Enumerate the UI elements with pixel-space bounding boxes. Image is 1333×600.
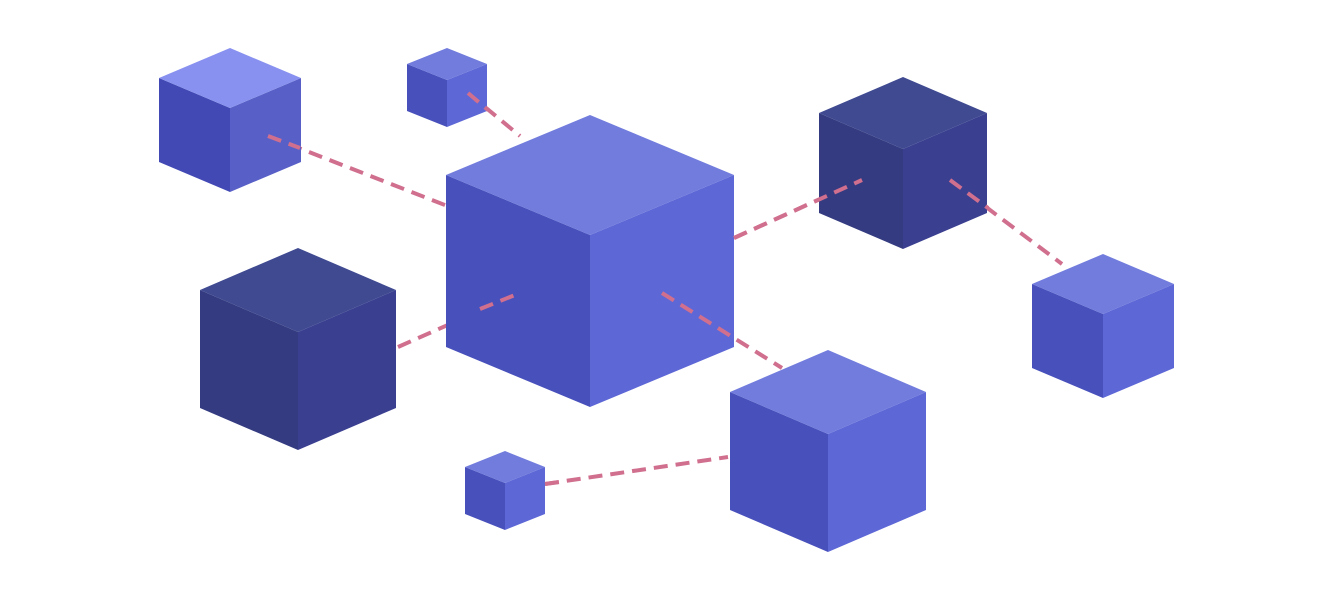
cube-top-face [407, 48, 487, 80]
cube-left-face [465, 467, 505, 530]
cube-top-face [819, 77, 987, 149]
cube-right-face [230, 78, 301, 192]
cube-top-face [159, 48, 301, 108]
cube-top-face [1032, 254, 1174, 314]
cube-right-face [447, 64, 487, 127]
connector-front-segment [733, 178, 863, 240]
cube-top-face [465, 451, 545, 483]
cube-right-face [298, 290, 396, 450]
cube-right-face [828, 392, 926, 552]
cube-tiny-bottom [465, 451, 545, 530]
cube-top-right-dark [819, 77, 987, 249]
cube-bottom-right [730, 350, 926, 552]
cube-top-face [200, 248, 396, 332]
cube-right-face [1103, 284, 1174, 398]
connector-front-segment [466, 91, 490, 112]
cube-left-face [730, 392, 828, 552]
cube-center-large [446, 115, 734, 407]
connector-front-segment [544, 480, 561, 486]
cubes-layer [159, 48, 1174, 552]
connector-cube-tiny-bottom-to-cube-bottom-right [544, 455, 729, 486]
cube-top-left [159, 48, 301, 192]
connector-front-segment [660, 291, 736, 340]
cube-left-face [200, 290, 298, 450]
cube-left-dark [200, 248, 396, 450]
cube-top-face [446, 115, 734, 235]
cube-tiny-top [407, 48, 487, 127]
connector-front-segment [948, 178, 990, 210]
cube-right-small [1032, 254, 1174, 398]
cube-right-face [903, 113, 987, 249]
cube-left-face [1032, 284, 1103, 398]
cube-right-face [505, 467, 545, 530]
cube-left-face [159, 78, 230, 192]
cube-left-face [446, 175, 590, 407]
cube-right-face [590, 175, 734, 407]
cube-left-face [407, 64, 447, 127]
connector-front-segment [267, 134, 301, 150]
connector-front-segment [479, 291, 521, 311]
cube-top-face [730, 350, 926, 434]
